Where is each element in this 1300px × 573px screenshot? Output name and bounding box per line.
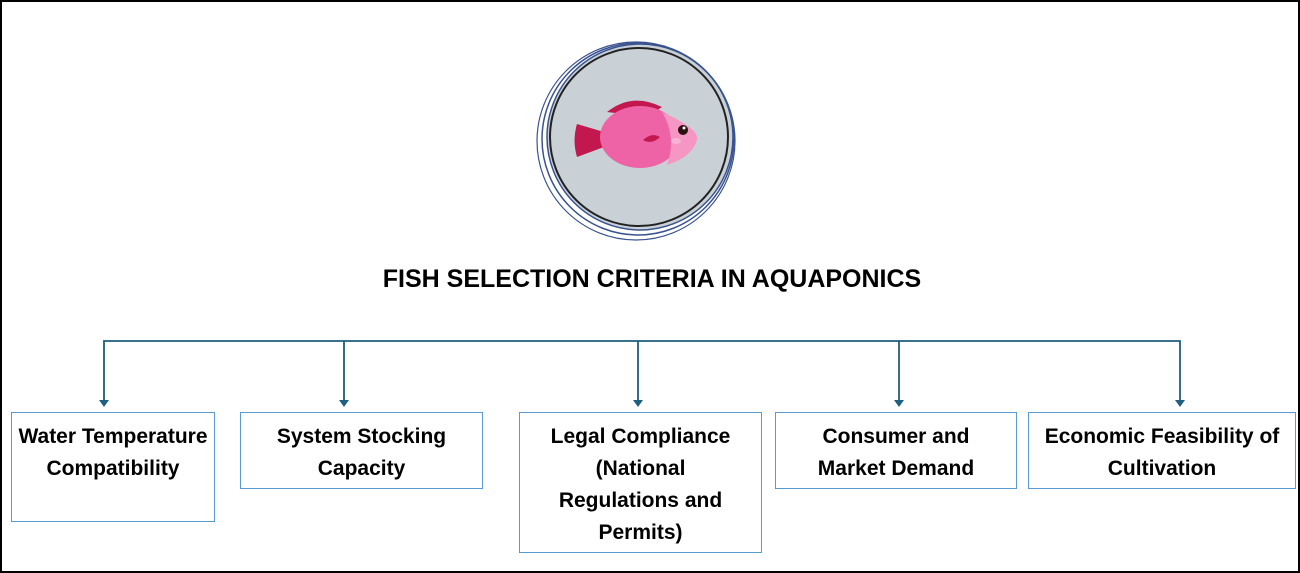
diagram-title: FISH SELECTION CRITERIA IN AQUAPONICS [382, 265, 922, 293]
criterion-box-market-demand: Consumer and Market Demand [775, 412, 1017, 489]
criterion-box-stocking-capacity: System Stocking Capacity [240, 412, 483, 489]
criterion-box-water-temperature: Water Temperature Compatibility [11, 412, 215, 522]
criterion-box-economic-feasibility: Economic Feasibility of Cultivation [1028, 412, 1296, 489]
fish-icon [536, 41, 736, 241]
criterion-label: Consumer and Market Demand [817, 425, 975, 480]
criterion-label: System Stocking Capacity [276, 425, 447, 480]
criterion-box-legal-compliance: Legal Compliance (National Regulations a… [519, 412, 762, 553]
criterion-label: Water Temperature Compatibility [18, 425, 208, 480]
criterion-label: Economic Feasibility of Cultivation [1044, 425, 1280, 480]
criterion-label: Legal Compliance (National Regulations a… [550, 425, 731, 544]
